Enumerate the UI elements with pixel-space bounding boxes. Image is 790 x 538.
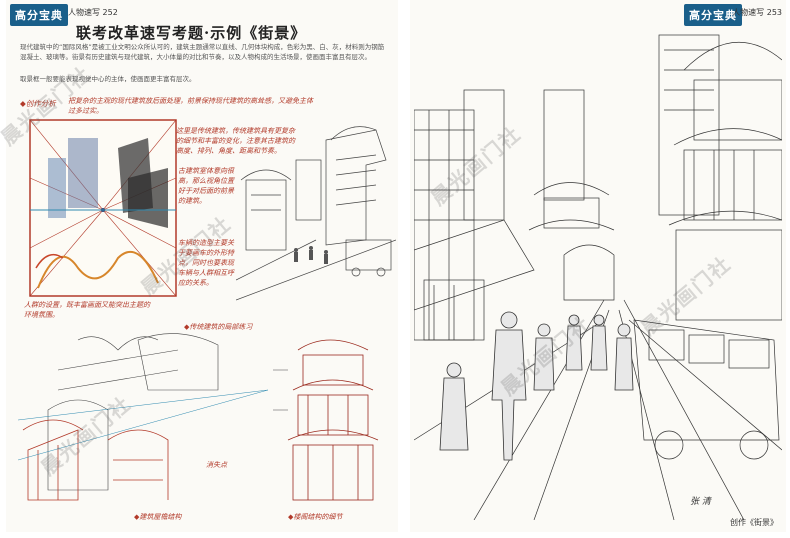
left-page: 高分宝典 人物速写 252 联考改革速写考题·示例《街景》 现代建筑中的“国际风… — [6, 0, 398, 532]
second-paragraph: 取景框一般要能表现视觉中心的主体，使画面更丰富有层次。 — [20, 75, 196, 83]
intro-paragraph: 现代建筑中的“国际风格”是被工业文明公众所认可的，建筑主题通常以直线、几何体块构… — [20, 43, 385, 61]
caption-right: ◆楼阁结构的细节 — [288, 513, 343, 521]
note-mid2: 古建筑室体意向很高，那么视角位置好于对后面的前景的建筑。 — [178, 167, 234, 205]
note-bottom-right: ◆传统建筑的局部练习 — [184, 323, 253, 331]
perspective-sketch — [29, 119, 177, 297]
left-logo: 高分宝典 — [10, 4, 68, 26]
note-mid3: 车辆的造型主要关于要画车的外形特点，同时也要表现车辆与人群相互呼应的关系。 — [178, 239, 234, 287]
right-logo: 高分宝典 — [684, 4, 742, 26]
tower-detail-sketch — [273, 339, 379, 501]
caption-mid: 消失点 — [206, 461, 227, 469]
page-title: 联考改革速写考题·示例《街景》 — [76, 24, 307, 42]
left-header-label: 人物速写 252 — [68, 8, 118, 17]
note-bottom-left: 人群的设置，既丰富画面又能突出主题的环境氛围。 — [24, 301, 150, 319]
caption-left: ◆建筑屋檐结构 — [134, 513, 182, 521]
note-top: 把复杂的主观的现代建筑放后面处理，前景保持现代建筑的高耸感，又避免主体过多过实。 — [68, 97, 313, 115]
right-page-footer: 创作《街景》 — [730, 518, 778, 527]
right-page: 高分宝典 人物速写 253 — [410, 0, 786, 532]
street-scene-drawing — [414, 34, 782, 520]
eave-structure-sketch — [18, 333, 268, 501]
right-header-label: 人物速写 253 — [732, 8, 782, 17]
note-mid1: 这里是传统建筑，传统建筑具有更复杂的细节和丰富的变化，注意其古建筑的高度、排列、… — [176, 127, 295, 155]
street-pen-sketch — [236, 126, 396, 301]
section-label: ◆创作分析 — [20, 99, 56, 108]
artist-signature: 张 清 — [690, 497, 711, 507]
